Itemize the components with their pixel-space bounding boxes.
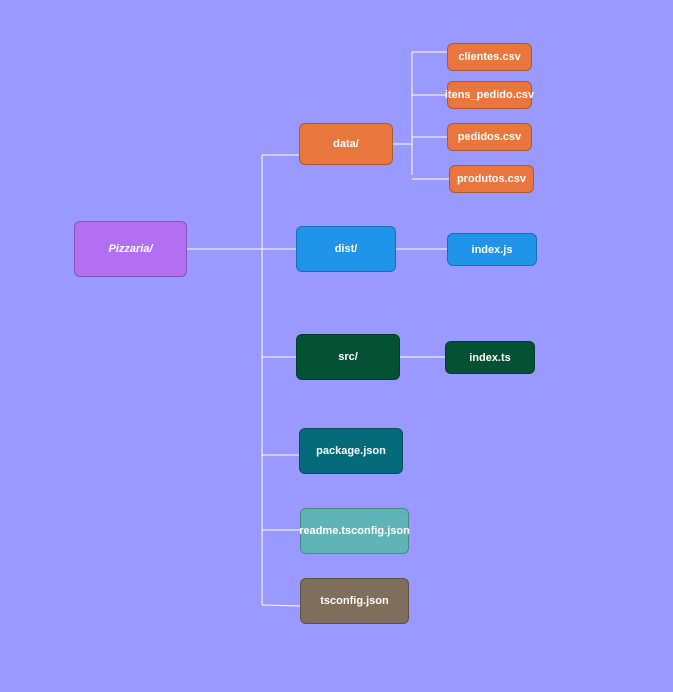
node-itens-pedido-file-label: itens_pedido.csv <box>444 89 535 101</box>
node-src-index-file[interactable]: index.ts <box>445 341 535 374</box>
node-data-folder-label: data/ <box>333 138 359 150</box>
node-produtos-file[interactable]: produtos.csv <box>449 165 534 193</box>
node-dist-folder-label: dist/ <box>334 243 358 255</box>
node-data-folder[interactable]: data/ <box>299 123 393 165</box>
node-src-folder[interactable]: src/ <box>296 334 400 380</box>
connector-tsconfig <box>261 604 301 607</box>
node-tsconfig-file-label: tsconfig.json <box>320 595 389 607</box>
node-itens-pedido-file[interactable]: itens_pedido.csv <box>444 81 535 109</box>
node-produtos-file-label: produtos.csv <box>456 173 527 185</box>
node-pedidos-file[interactable]: pedidos.csv <box>447 123 532 151</box>
node-package-file-label: package.json <box>316 445 386 457</box>
node-package-file[interactable]: package.json <box>299 428 403 474</box>
node-dist-folder[interactable]: dist/ <box>296 226 396 272</box>
node-src-index-file-label: index.ts <box>469 351 511 364</box>
node-readme-file-label: readme.tsconfig.json <box>299 525 410 537</box>
node-clientes-file-label: clientes.csv <box>458 51 521 63</box>
node-root-label: Pizzaria/ <box>108 243 153 255</box>
node-pedidos-file-label: pedidos.csv <box>457 131 522 143</box>
node-dist-index-file-label: index.js <box>471 243 513 256</box>
node-root[interactable]: Pizzaria/ <box>74 221 187 277</box>
node-clientes-file[interactable]: clientes.csv <box>447 43 532 71</box>
node-tsconfig-file[interactable]: tsconfig.json <box>300 578 409 624</box>
node-src-folder-label: src/ <box>338 351 358 363</box>
node-dist-index-file[interactable]: index.js <box>447 233 537 266</box>
node-readme-file[interactable]: readme.tsconfig.json <box>299 508 410 554</box>
